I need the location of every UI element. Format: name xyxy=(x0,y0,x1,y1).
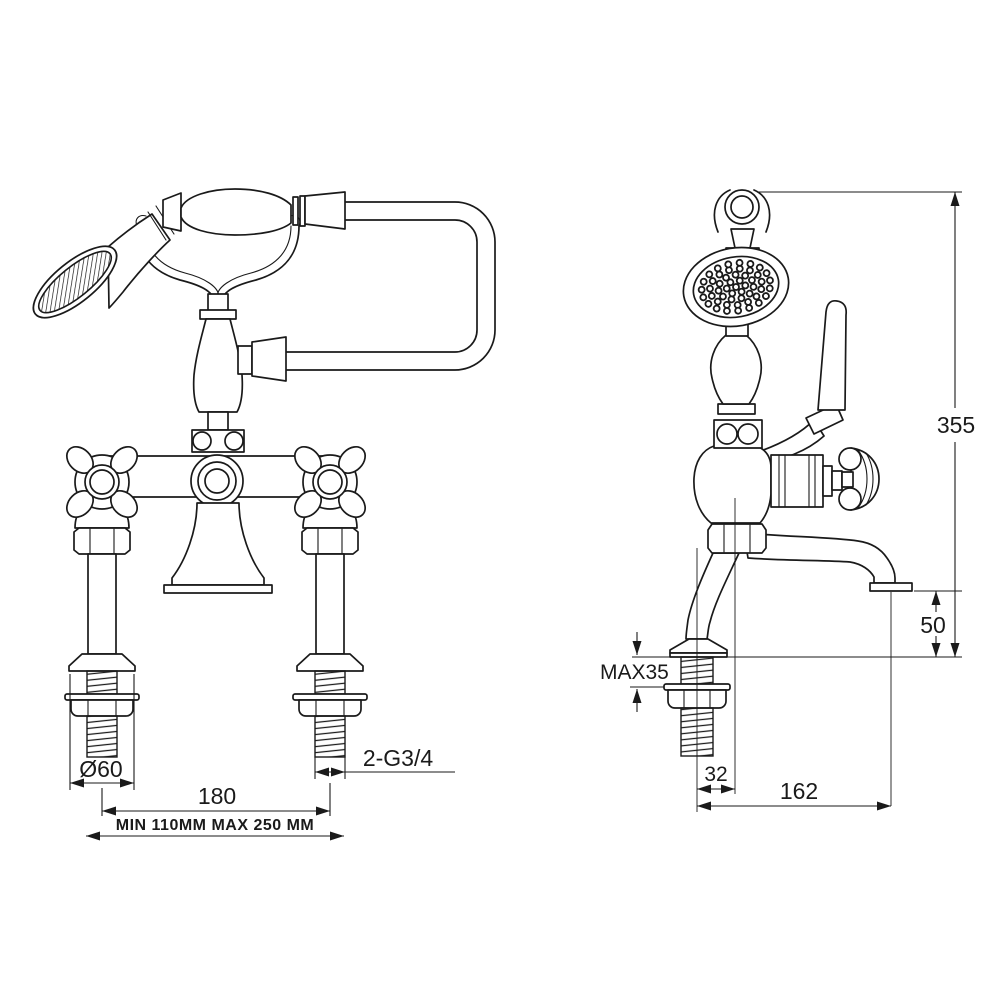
diverter-column xyxy=(191,293,287,453)
dim-label-tap-centres: 180 xyxy=(198,783,236,809)
dim-overall-height: 355 xyxy=(757,191,975,657)
dim-inlet-thread: 2-G3/4 xyxy=(314,745,455,779)
hose-nut xyxy=(304,191,346,230)
dim-label-spout-offset: 32 xyxy=(704,763,727,786)
dim-label-spout-reach: 162 xyxy=(780,778,818,804)
shower-hose xyxy=(283,201,496,371)
supply-pipe xyxy=(685,523,767,640)
handset-collar xyxy=(162,192,182,232)
dim-label-centres-range: MIN 110MM MAX 250 MM xyxy=(116,817,314,834)
leg-left xyxy=(64,505,140,758)
dim-label-deck-thickness: MAX35 xyxy=(600,661,669,684)
valve-body-side xyxy=(693,445,880,524)
side-view: 355 50 MAX35 32 162 xyxy=(600,189,975,812)
dim-spout-height: 50 xyxy=(914,590,962,657)
spray-nozzles xyxy=(697,258,774,315)
handset-bell xyxy=(107,213,171,309)
dim-deck-thickness: MAX35 xyxy=(600,632,669,712)
handset-side xyxy=(682,189,790,449)
spout-side xyxy=(743,532,913,592)
handset xyxy=(32,188,346,319)
dim-centres-range: MIN 110MM MAX 250 MM xyxy=(86,817,344,841)
dim-label-overall-height: 355 xyxy=(937,412,975,438)
spout-front xyxy=(163,502,273,594)
leg-right xyxy=(292,505,368,758)
dim-spout-offset: 32 xyxy=(697,763,735,794)
dim-flange-diameter: Ø60 xyxy=(69,674,135,790)
dim-spout-reach: 162 xyxy=(697,778,891,811)
dim-label-spout-height: 50 xyxy=(920,612,946,638)
front-view: Ø60 2-G3/4 180 MIN 110MM MAX 250 MM xyxy=(32,188,496,841)
cross-handle-side xyxy=(838,447,880,511)
spray-head xyxy=(682,246,790,328)
handset-grip xyxy=(180,188,292,236)
dim-tap-centres: 180 xyxy=(101,783,331,816)
lever-handle xyxy=(757,299,848,463)
handset-spray-face xyxy=(32,245,118,319)
diverter-boss xyxy=(190,454,244,508)
dim-label-inlet-thread: 2-G3/4 xyxy=(363,745,434,771)
dim-label-flange-diameter: Ø60 xyxy=(79,756,122,782)
